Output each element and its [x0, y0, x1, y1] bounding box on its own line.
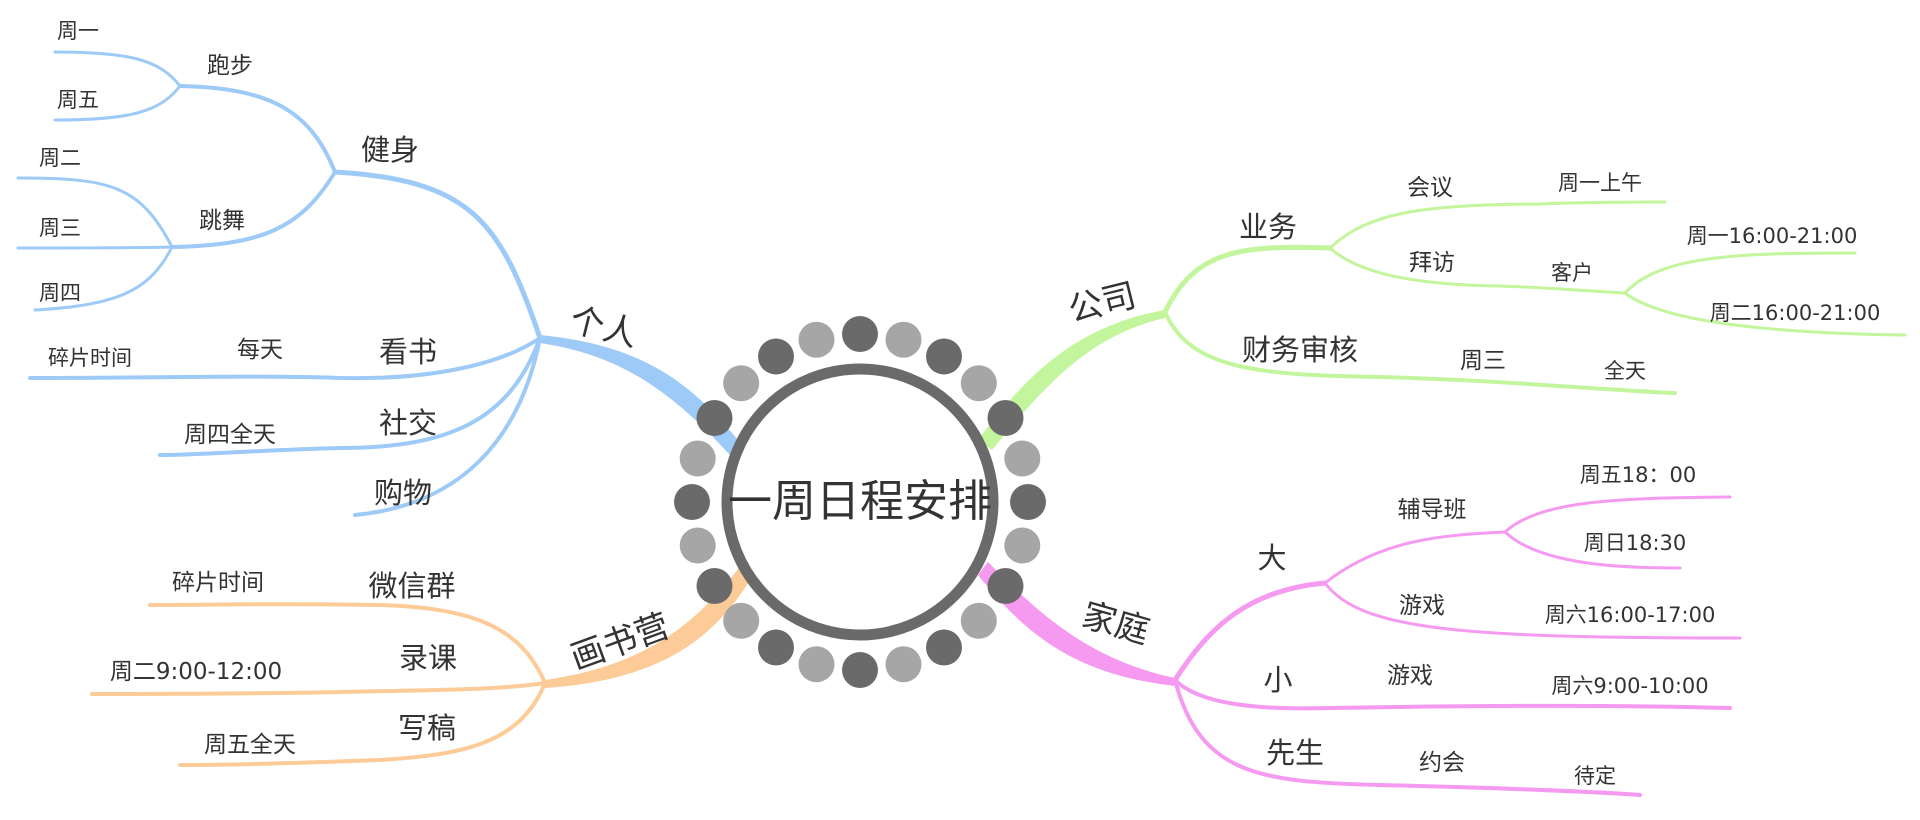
hub-dot: [1004, 527, 1041, 564]
label-record: 录课: [399, 641, 457, 675]
label-elder-game: 游戏: [1399, 593, 1445, 619]
hub-dot: [723, 602, 760, 639]
hub-dot: [926, 629, 962, 666]
label-record-when: 周二9:00-12:00: [110, 659, 282, 685]
hub-dot: [674, 484, 710, 520]
label-tutoring-time-1: 周日18:30: [1584, 531, 1687, 555]
huashuying-branches: [90, 602, 547, 767]
label-audit-when: 周三: [1460, 348, 1506, 374]
label-visit-time-1: 周二16:00-21:00: [1710, 301, 1881, 325]
label-family: 家庭: [1078, 595, 1154, 652]
label-visit-client: 客户: [1551, 261, 1593, 285]
hub-dot: [696, 400, 733, 436]
label-elder-game-when: 周六16:00-17:00: [1545, 603, 1716, 627]
personal-trunk: [540, 335, 742, 455]
hub-dot: [798, 321, 835, 358]
label-audit-detail: 全天: [1604, 359, 1646, 383]
hub-dot: [842, 316, 878, 352]
label-run-day-0: 周一: [57, 19, 99, 43]
label-wechat: 微信群: [368, 569, 455, 603]
hub-dot: [798, 646, 835, 683]
huashuying-trunk: [545, 560, 755, 688]
label-dance-day-0: 周二: [39, 146, 81, 170]
label-writing: 写稿: [398, 711, 456, 745]
hub: 一周日程安排: [674, 316, 1046, 688]
label-reading-detail: 碎片时间: [48, 346, 132, 370]
label-visit-time-0: 周一16:00-21:00: [1687, 224, 1858, 248]
label-husband: 先生: [1266, 736, 1324, 770]
label-visit: 拜访: [1409, 250, 1455, 276]
hub-dot: [885, 321, 922, 358]
hub-dot: [960, 365, 997, 402]
family-branches: [1172, 495, 1742, 797]
center-ring: [721, 363, 999, 641]
hub-dots: [674, 316, 1046, 688]
hub-dot: [926, 338, 962, 375]
hub-dot: [842, 652, 878, 688]
label-social-when: 周四全天: [184, 422, 276, 448]
label-younger-when: 周六9:00-10:00: [1551, 674, 1708, 698]
hub-dot: [987, 568, 1024, 604]
label-tutoring: 辅导班: [1398, 497, 1467, 523]
label-elder: 大: [1257, 541, 1286, 575]
hub-dot: [758, 338, 794, 375]
hub-dot: [1004, 440, 1041, 477]
label-reading-when: 每天: [237, 337, 283, 363]
hub-dot: [758, 629, 794, 666]
label-meeting: 会议: [1407, 175, 1453, 201]
hub-dot: [696, 568, 733, 604]
hub-dot: [885, 646, 922, 683]
company-branches: [1162, 200, 1907, 395]
label-meeting-when: 周一上午: [1558, 171, 1642, 195]
hub-dot: [960, 602, 997, 639]
label-husband-when: 待定: [1574, 764, 1616, 788]
label-dance-day-1: 周三: [39, 216, 81, 240]
hub-dot: [1010, 484, 1046, 520]
hub-dot: [679, 527, 716, 564]
label-social: 社交: [379, 406, 437, 440]
label-fitness: 健身: [361, 133, 419, 167]
personal-branches: [16, 50, 543, 517]
label-writing-when: 周五全天: [204, 732, 296, 758]
label-shopping: 购物: [374, 476, 432, 510]
label-dance-day-2: 周四: [39, 281, 81, 305]
hub-dot: [723, 365, 760, 402]
label-dance: 跳舞: [199, 208, 245, 234]
company-trunk: [978, 310, 1165, 450]
label-younger: 小: [1263, 663, 1292, 697]
label-running: 跑步: [207, 53, 253, 79]
label-reading: 看书: [379, 335, 437, 369]
label-run-day-1: 周五: [57, 88, 99, 112]
hub-dot: [679, 440, 716, 477]
label-audit: 财务审核: [1242, 333, 1358, 367]
label-wechat-when: 碎片时间: [172, 570, 264, 596]
label-husband-date: 约会: [1419, 750, 1465, 776]
label-tutoring-time-0: 周五18：00: [1580, 463, 1696, 487]
hub-dot: [987, 400, 1024, 436]
label-younger-game: 游戏: [1387, 663, 1433, 689]
center-title: 一周日程安排: [728, 476, 992, 527]
label-business: 业务: [1239, 210, 1297, 244]
